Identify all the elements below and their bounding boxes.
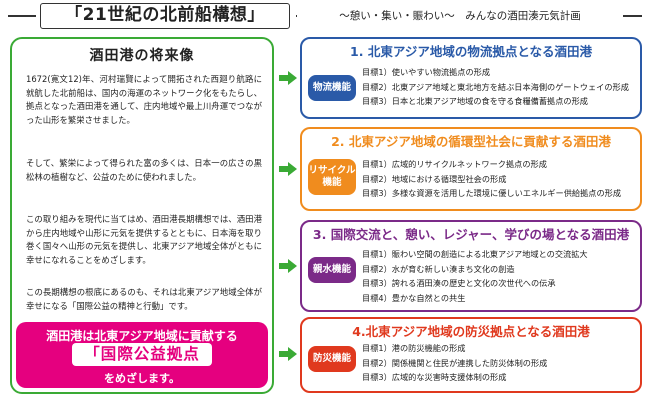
goal-item: 目標2）水が育む新しい湊まち文化の創造 (362, 263, 515, 274)
goal-item: 目標2）関係機関と住民が連携した防災体制の形成 (362, 357, 548, 368)
paragraph-spirit: この長期構想の根底にあるのも、それは北東アジア地域全体が幸せになる「国際公益の精… (26, 287, 262, 311)
arrow-to-panel-3 (279, 259, 297, 273)
waterfront-badge: 親水機能 (308, 257, 356, 283)
goal-badge: 「国際公益拠点港」 (72, 343, 212, 386)
disaster-panel: 4.北東アジア地域の防災拠点となる酒田港 防災機能 目標1）港の防災機能の形成 … (300, 317, 642, 393)
logistics-title: 1. 北東アジア地域の物流拠点となる酒田港 (350, 44, 592, 59)
logistics-badge: 物流機能 (308, 75, 356, 101)
goal-item: 目標2）地域における循環型社会の形成 (362, 173, 507, 184)
logistics-goals: 目標1）使いやすい物流拠点の形成 目標2）北東アジア地域と東北地方を結ぶ日本海側… (362, 65, 638, 109)
future-vision-title: 酒田港の将来像 (89, 48, 195, 64)
goal-line3: をめざします。 (104, 372, 180, 385)
goal-item: 目標3）日本と北東アジア地域の食を守る食糧備蓄拠点の形成 (362, 96, 588, 106)
page-title: 「21世紀の北前船構想」 (40, 3, 290, 29)
goal-item: 目標1）港の防災機能の形成 (362, 343, 466, 353)
paragraph-prosperity: そして、繁栄によって得られた富の多くは、日本一の広さの黒松林の植樹など、公益のた… (26, 158, 262, 182)
arrow-to-panel-2 (279, 162, 297, 176)
goal-item: 目標3）多様な資源を活用した環境に優しいエネルギー供給拠点の形成 (362, 188, 622, 198)
waterfront-panel: 3. 国際交流と、憩い、レジャー、学びの場となる酒田港 親水機能 目標1）賑わい… (300, 220, 642, 312)
goal-item: 目標3）広域的な災害時支援体制の形成 (362, 372, 507, 382)
recycling-goals: 目標1）広域的リサイクルネットワーク拠点の形成 目標2）地域における循環型社会の… (362, 157, 638, 201)
goal-item: 目標3）誇れる酒田湊の歴史と文化の次世代への伝承 (362, 278, 556, 288)
paragraph-history: 1672(寛文12)年、河村瑞賢によって開拓された西廻り航路に就航した北前船は、… (26, 74, 262, 125)
waterfront-title: 3. 国際交流と、憩い、レジャー、学びの場となる酒田港 (312, 227, 630, 242)
header-left-rule (8, 15, 36, 17)
recycling-badge: リサイクル機能 (308, 159, 356, 195)
paragraph-modern: この取り組みを現代に当てはめ、酒田港長期構想では、酒田港から庄内地域や山形に元気… (26, 214, 262, 265)
goal-item: 目標4）豊かな自然との共生 (362, 292, 466, 303)
recycling-panel: 2. 北東アジア地域の循環型社会に貢献する酒田港 リサイクル機能 目標1）広域的… (300, 127, 642, 211)
logistics-panel: 1. 北東アジア地域の物流拠点となる酒田港 物流機能 目標1）使いやすい物流拠点… (300, 37, 642, 119)
disaster-badge: 防災機能 (308, 346, 356, 372)
goal-item: 目標2）北東アジア地域と東北地方を結ぶ日本海側のゲートウェイの形成 (362, 81, 629, 92)
header: 「21世紀の北前船構想」 〜憩い・集い・賑わい〜 みんなの酒田湊元気計画 (0, 0, 650, 34)
goal-callout: 酒田港は北東アジア地域に貢献する 「国際公益拠点港」 をめざします。 (16, 322, 268, 388)
recycling-title: 2. 北東アジア地域の循環型社会に貢献する酒田港 (331, 134, 611, 149)
goal-item: 目標1）賑わい空間の創造による北東アジア地域との交流拡大 (362, 249, 588, 259)
arrow-to-panel-4 (279, 347, 297, 361)
page-subtitle: 〜憩い・集い・賑わい〜 みんなの酒田湊元気計画 (297, 8, 623, 24)
future-vision-panel: 酒田港の将来像 1672(寛文12)年、河村瑞賢によって開拓された西廻り航路に就… (10, 37, 274, 394)
arrow-to-panel-1 (279, 71, 297, 85)
disaster-title: 4.北東アジア地域の防災拠点となる酒田港 (352, 324, 590, 339)
goal-line1: 酒田港は北東アジア地域に貢献する (46, 329, 238, 343)
goal-item: 目標1）使いやすい物流拠点の形成 (362, 67, 491, 77)
waterfront-goals: 目標1）賑わい空間の創造による北東アジア地域との交流拡大 目標2）水が育む新しい… (362, 247, 638, 305)
disaster-goals: 目標1）港の防災機能の形成 目標2）関係機関と住民が連携した防災体制の形成 目標… (362, 341, 638, 385)
goal-item: 目標1）広域的リサイクルネットワーク拠点の形成 (362, 159, 547, 169)
